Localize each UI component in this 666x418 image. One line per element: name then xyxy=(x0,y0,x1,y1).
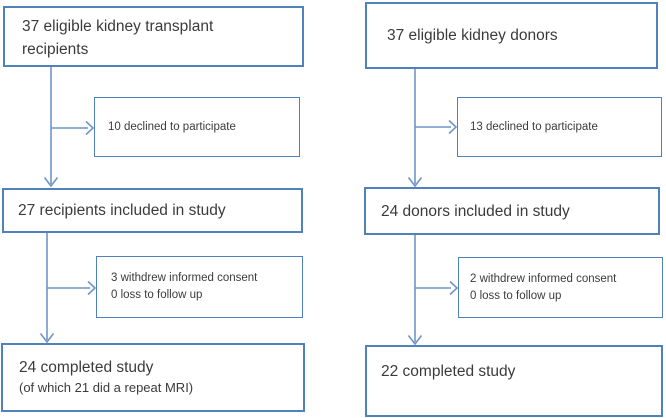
arrow-donors-eligible-to-included xyxy=(407,69,423,188)
donors-completed-text: 22 completed study xyxy=(381,363,516,380)
box-donors-eligible: 37 eligible kidney donors xyxy=(365,2,658,69)
donors-declined-text: 13 declined to participate xyxy=(470,120,598,133)
box-donors-completed: 22 completed study xyxy=(365,345,663,417)
donors-eligible-text: 37 eligible kidney donors xyxy=(387,27,558,44)
arrow-donors-to-declined xyxy=(415,119,458,135)
arrow-recipients-to-withdrew xyxy=(47,280,97,296)
box-recipients-eligible: 37 eligible kidney transplant recipients xyxy=(3,6,304,67)
donors-included-text: 24 donors included in study xyxy=(381,202,570,220)
recipients-loss-followup-text: 0 loss to follow up xyxy=(111,289,203,301)
box-donors-withdrew: 2 withdrew informed consent 0 loss to fo… xyxy=(458,257,663,318)
arrow-donors-included-to-completed xyxy=(407,235,423,346)
box-donors-declined: 13 declined to participate xyxy=(457,97,662,157)
donors-withdrew-text: 2 withdrew informed consent xyxy=(470,272,617,285)
recipients-completed-text: 24 completed study xyxy=(19,359,154,376)
recipients-included-text: 27 recipients included in study xyxy=(18,202,226,219)
recipients-declined-text: 10 declined to participate xyxy=(108,120,236,133)
box-recipients-declined: 10 declined to participate xyxy=(94,97,300,157)
box-recipients-withdrew: 3 withdrew informed consent 0 loss to fo… xyxy=(96,256,303,318)
recipients-eligible-line1: 37 eligible kidney transplant xyxy=(22,18,214,35)
arrow-recipients-included-to-completed xyxy=(39,233,55,344)
box-recipients-completed: 24 completed study (of which 21 did a re… xyxy=(1,343,305,412)
arrow-recipients-to-declined xyxy=(51,120,95,136)
box-donors-included: 24 donors included in study xyxy=(364,187,660,235)
donors-loss-followup-text: 0 loss to follow up xyxy=(470,289,562,302)
box-recipients-included: 27 recipients included in study xyxy=(2,188,303,233)
arrow-donors-to-withdrew xyxy=(415,280,459,296)
arrow-recipients-eligible-to-included xyxy=(43,67,59,188)
recipients-eligible-line2: recipients xyxy=(22,41,89,58)
recipients-withdrew-text: 3 withdrew informed consent xyxy=(111,272,258,284)
recipients-completed-note: (of which 21 did a repeat MRI) xyxy=(19,380,194,395)
